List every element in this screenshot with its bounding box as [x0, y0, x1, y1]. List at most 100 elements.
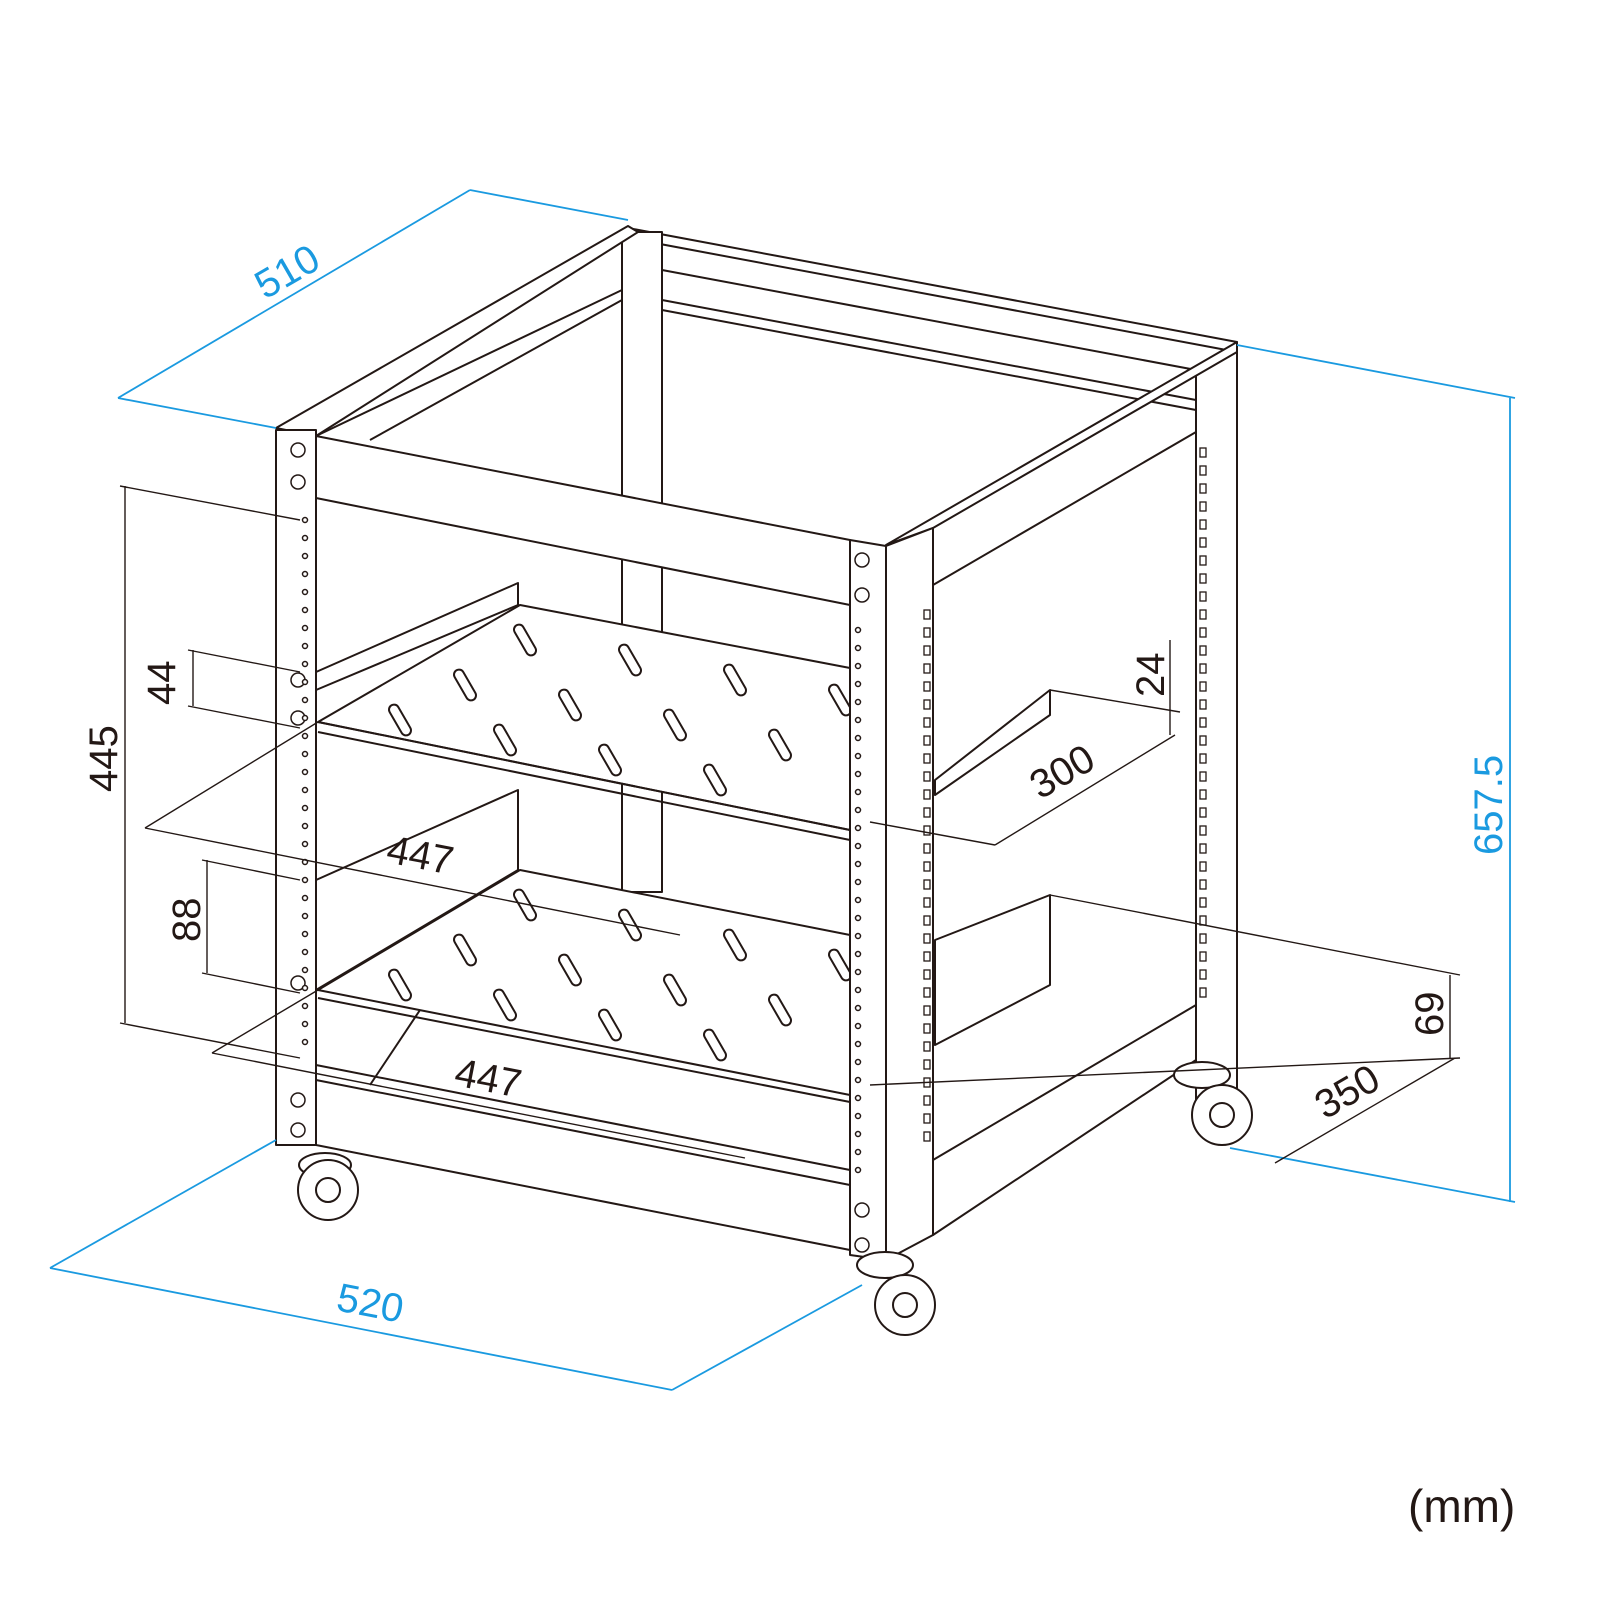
square-hole [923, 879, 931, 890]
mount-hole [301, 678, 309, 686]
screw-hole [854, 1202, 870, 1218]
front-beam-top [315, 435, 851, 606]
front-left-post [275, 429, 317, 1146]
mount-hole [854, 626, 862, 634]
shelf-vent-slot [513, 623, 537, 657]
mount-hole [301, 660, 309, 668]
screw-hole [290, 442, 306, 458]
upper-shelf [315, 582, 1051, 841]
square-hole [1199, 915, 1207, 926]
square-hole [1199, 681, 1207, 692]
mount-hole [854, 914, 862, 922]
shelf-vent-slot [723, 663, 747, 697]
square-hole [923, 771, 931, 782]
mount-hole [301, 1002, 309, 1010]
square-hole [1199, 483, 1207, 494]
square-hole [923, 753, 931, 764]
shelf-vent-slot [558, 953, 582, 987]
mount-hole [854, 896, 862, 904]
mount-hole [301, 822, 309, 830]
square-hole [1199, 663, 1207, 674]
screw-hole [290, 474, 306, 490]
square-hole [1199, 879, 1207, 890]
square-hole [923, 969, 931, 980]
mount-hole [301, 804, 309, 812]
mount-hole [854, 788, 862, 796]
square-hole [1199, 861, 1207, 872]
mount-hole [854, 680, 862, 688]
dim-657-5: 657.5 [1467, 755, 1511, 855]
mount-hole [301, 876, 309, 884]
square-hole [1199, 933, 1207, 944]
dimension-lines-outer [49, 189, 1516, 1391]
square-hole [923, 843, 931, 854]
front-right-post [849, 447, 1207, 1261]
mount-hole [301, 912, 309, 920]
shelf-vent-slot [663, 708, 687, 742]
shelf-vent-slot [703, 1028, 727, 1062]
dim-447-lower: 447 [451, 1051, 525, 1107]
square-hole [1199, 465, 1207, 476]
screw-hole [290, 1092, 306, 1108]
mount-hole [854, 1130, 862, 1138]
square-hole [1199, 717, 1207, 728]
shelf-vent-slot [768, 993, 792, 1027]
mount-hole [854, 842, 862, 850]
square-hole [1199, 519, 1207, 530]
dim-350: 350 [1308, 1056, 1388, 1127]
square-hole [923, 1005, 931, 1016]
shelf-vent-slot [828, 948, 852, 982]
square-hole [1199, 969, 1207, 980]
shelf-vent-slot [453, 933, 477, 967]
shelf-vent-slot [618, 643, 642, 677]
mount-hole [854, 968, 862, 976]
square-hole [923, 1023, 931, 1034]
square-hole [923, 933, 931, 944]
mount-hole [301, 1038, 309, 1046]
dim-24: 24 [1129, 653, 1173, 698]
square-hole [1199, 843, 1207, 854]
mount-hole [301, 696, 309, 704]
square-hole [923, 951, 931, 962]
square-hole [1199, 537, 1207, 548]
mount-hole [854, 716, 862, 724]
square-hole [1199, 627, 1207, 638]
mount-hole [301, 588, 309, 596]
shelf-vent-slot [453, 668, 477, 702]
mount-hole [301, 714, 309, 722]
mount-hole [301, 930, 309, 938]
shelf-vent-slot [493, 988, 517, 1022]
square-hole [923, 681, 931, 692]
unit-label: (mm) [1408, 1480, 1515, 1532]
shelf-vent-slot [723, 928, 747, 962]
square-hole [923, 987, 931, 998]
square-hole [923, 609, 931, 620]
dimension-lines-inner [119, 485, 1461, 1164]
mount-hole [301, 732, 309, 740]
square-hole [1199, 591, 1207, 602]
mount-hole [301, 786, 309, 794]
square-hole [923, 1113, 931, 1124]
mount-hole [301, 768, 309, 776]
dim-44: 44 [140, 661, 184, 706]
mount-hole [301, 516, 309, 524]
mount-hole [854, 1076, 862, 1084]
mount-hole [854, 1022, 862, 1030]
dim-520: 520 [333, 1276, 407, 1332]
square-hole [1199, 789, 1207, 800]
square-hole [923, 897, 931, 908]
square-hole [923, 807, 931, 818]
mount-hole [854, 878, 862, 886]
mount-hole [854, 770, 862, 778]
square-hole [1199, 501, 1207, 512]
mount-hole [854, 986, 862, 994]
mount-hole [854, 752, 862, 760]
dim-510: 510 [248, 236, 328, 307]
square-hole [1199, 771, 1207, 782]
shelf-vent-slot [493, 723, 517, 757]
mount-hole [301, 984, 309, 992]
shelf-vent-slot [768, 728, 792, 762]
mount-hole [301, 966, 309, 974]
mount-hole [854, 824, 862, 832]
